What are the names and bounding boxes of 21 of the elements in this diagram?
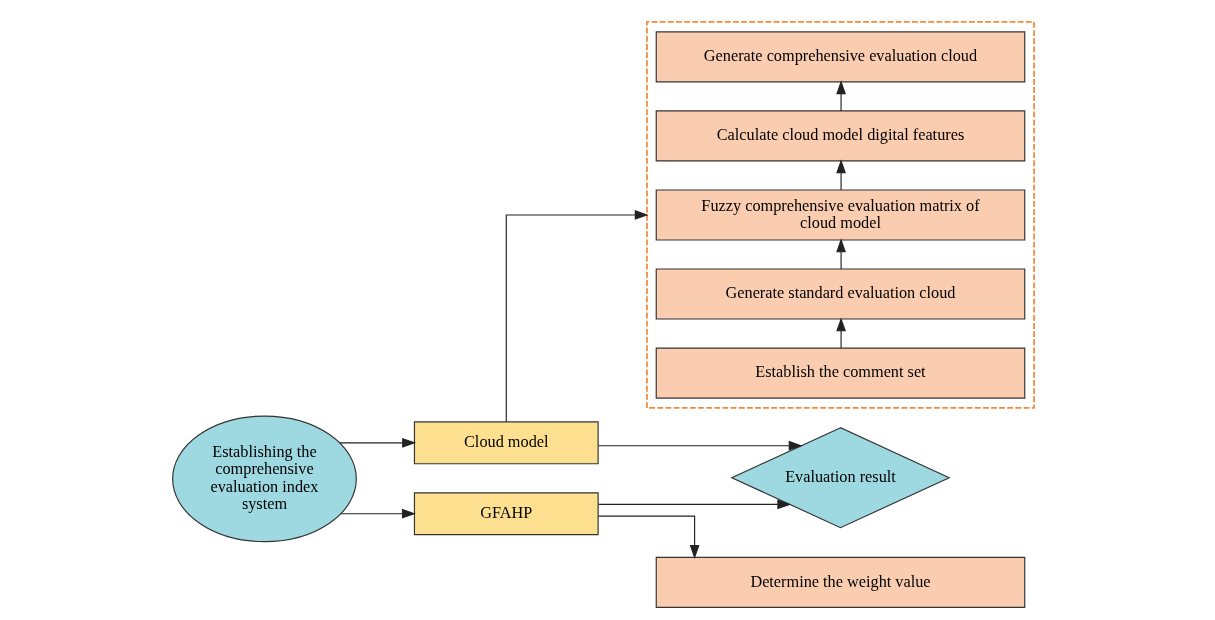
node-box: GFAHP bbox=[413, 492, 599, 536]
node-ellipse: Establishing the comprehensive evaluation index system bbox=[171, 415, 357, 543]
node-box: Establish the comment set bbox=[655, 347, 1025, 399]
arrow bbox=[835, 159, 846, 191]
arrow bbox=[505, 210, 649, 423]
node-box: Fuzzy comprehensive evaluation matrix of cloud model bbox=[655, 189, 1025, 241]
node-box: Cloud model bbox=[413, 421, 599, 465]
node-box: Generate comprehensive evaluation cloud bbox=[655, 31, 1025, 83]
arrow bbox=[835, 238, 846, 270]
cluster bbox=[645, 21, 1035, 409]
arrow bbox=[597, 515, 699, 559]
arrow bbox=[835, 317, 846, 349]
arrow bbox=[597, 440, 803, 451]
arrow bbox=[835, 80, 846, 112]
arrow bbox=[597, 499, 791, 510]
node-box: Generate standard evaluation cloud bbox=[655, 268, 1025, 320]
node-diamond: Evaluation result bbox=[729, 427, 951, 529]
arrow bbox=[339, 508, 416, 519]
node-box: Calculate cloud model digital features bbox=[655, 110, 1025, 162]
arrow bbox=[338, 437, 416, 448]
node-box: Determine the weight value bbox=[655, 556, 1025, 608]
